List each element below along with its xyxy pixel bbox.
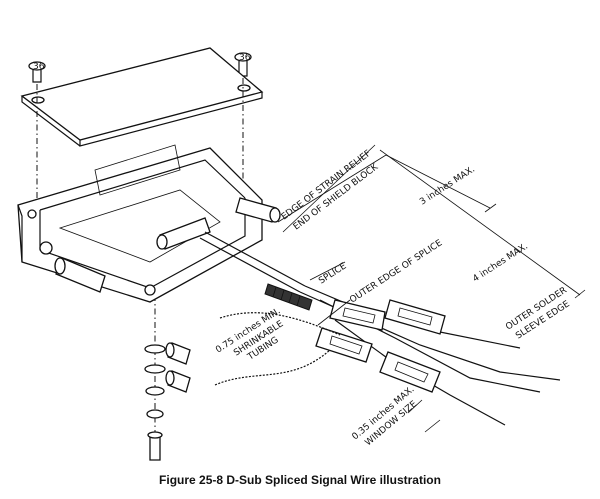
jack-post-upper: [165, 342, 191, 365]
cover-plate: [20, 47, 264, 147]
label-four-inches-max: 4 inches MAX.: [471, 242, 530, 285]
label-outer-edge-of-splice: OUTER EDGE OF SPLICE: [348, 238, 444, 305]
screw-number-left: 36: [33, 62, 45, 72]
strain-relief-roller-back: [235, 197, 281, 223]
figure-caption: Figure 25-8 D-Sub Spliced Signal Wire il…: [159, 473, 441, 487]
screw-number-right: 36: [239, 53, 251, 63]
dimension-lines: [277, 144, 586, 433]
solder-sleeve-2: [384, 299, 446, 335]
d-sub-spliced-wire-diagram: 36 36: [17, 47, 586, 461]
top-screw-right: 36: [234, 52, 252, 77]
braided-shield-wire-lower: [214, 349, 331, 386]
strain-relief-roller-side: [54, 257, 106, 293]
connector-housing: [17, 144, 263, 303]
solder-sleeve-1: [329, 299, 386, 331]
label-three-inches-max: 3 inches MAX.: [418, 165, 477, 208]
jack-post-lower: [165, 370, 191, 393]
splice: [264, 283, 313, 311]
top-screw-left: 36: [28, 61, 46, 83]
bottom-hardware: [144, 344, 166, 461]
strain-relief-roller-top: [156, 217, 211, 250]
braided-shield-wire-upper: [219, 312, 341, 336]
solder-sleeve-3: [315, 327, 373, 363]
solder-sleeve-4: [379, 351, 441, 393]
